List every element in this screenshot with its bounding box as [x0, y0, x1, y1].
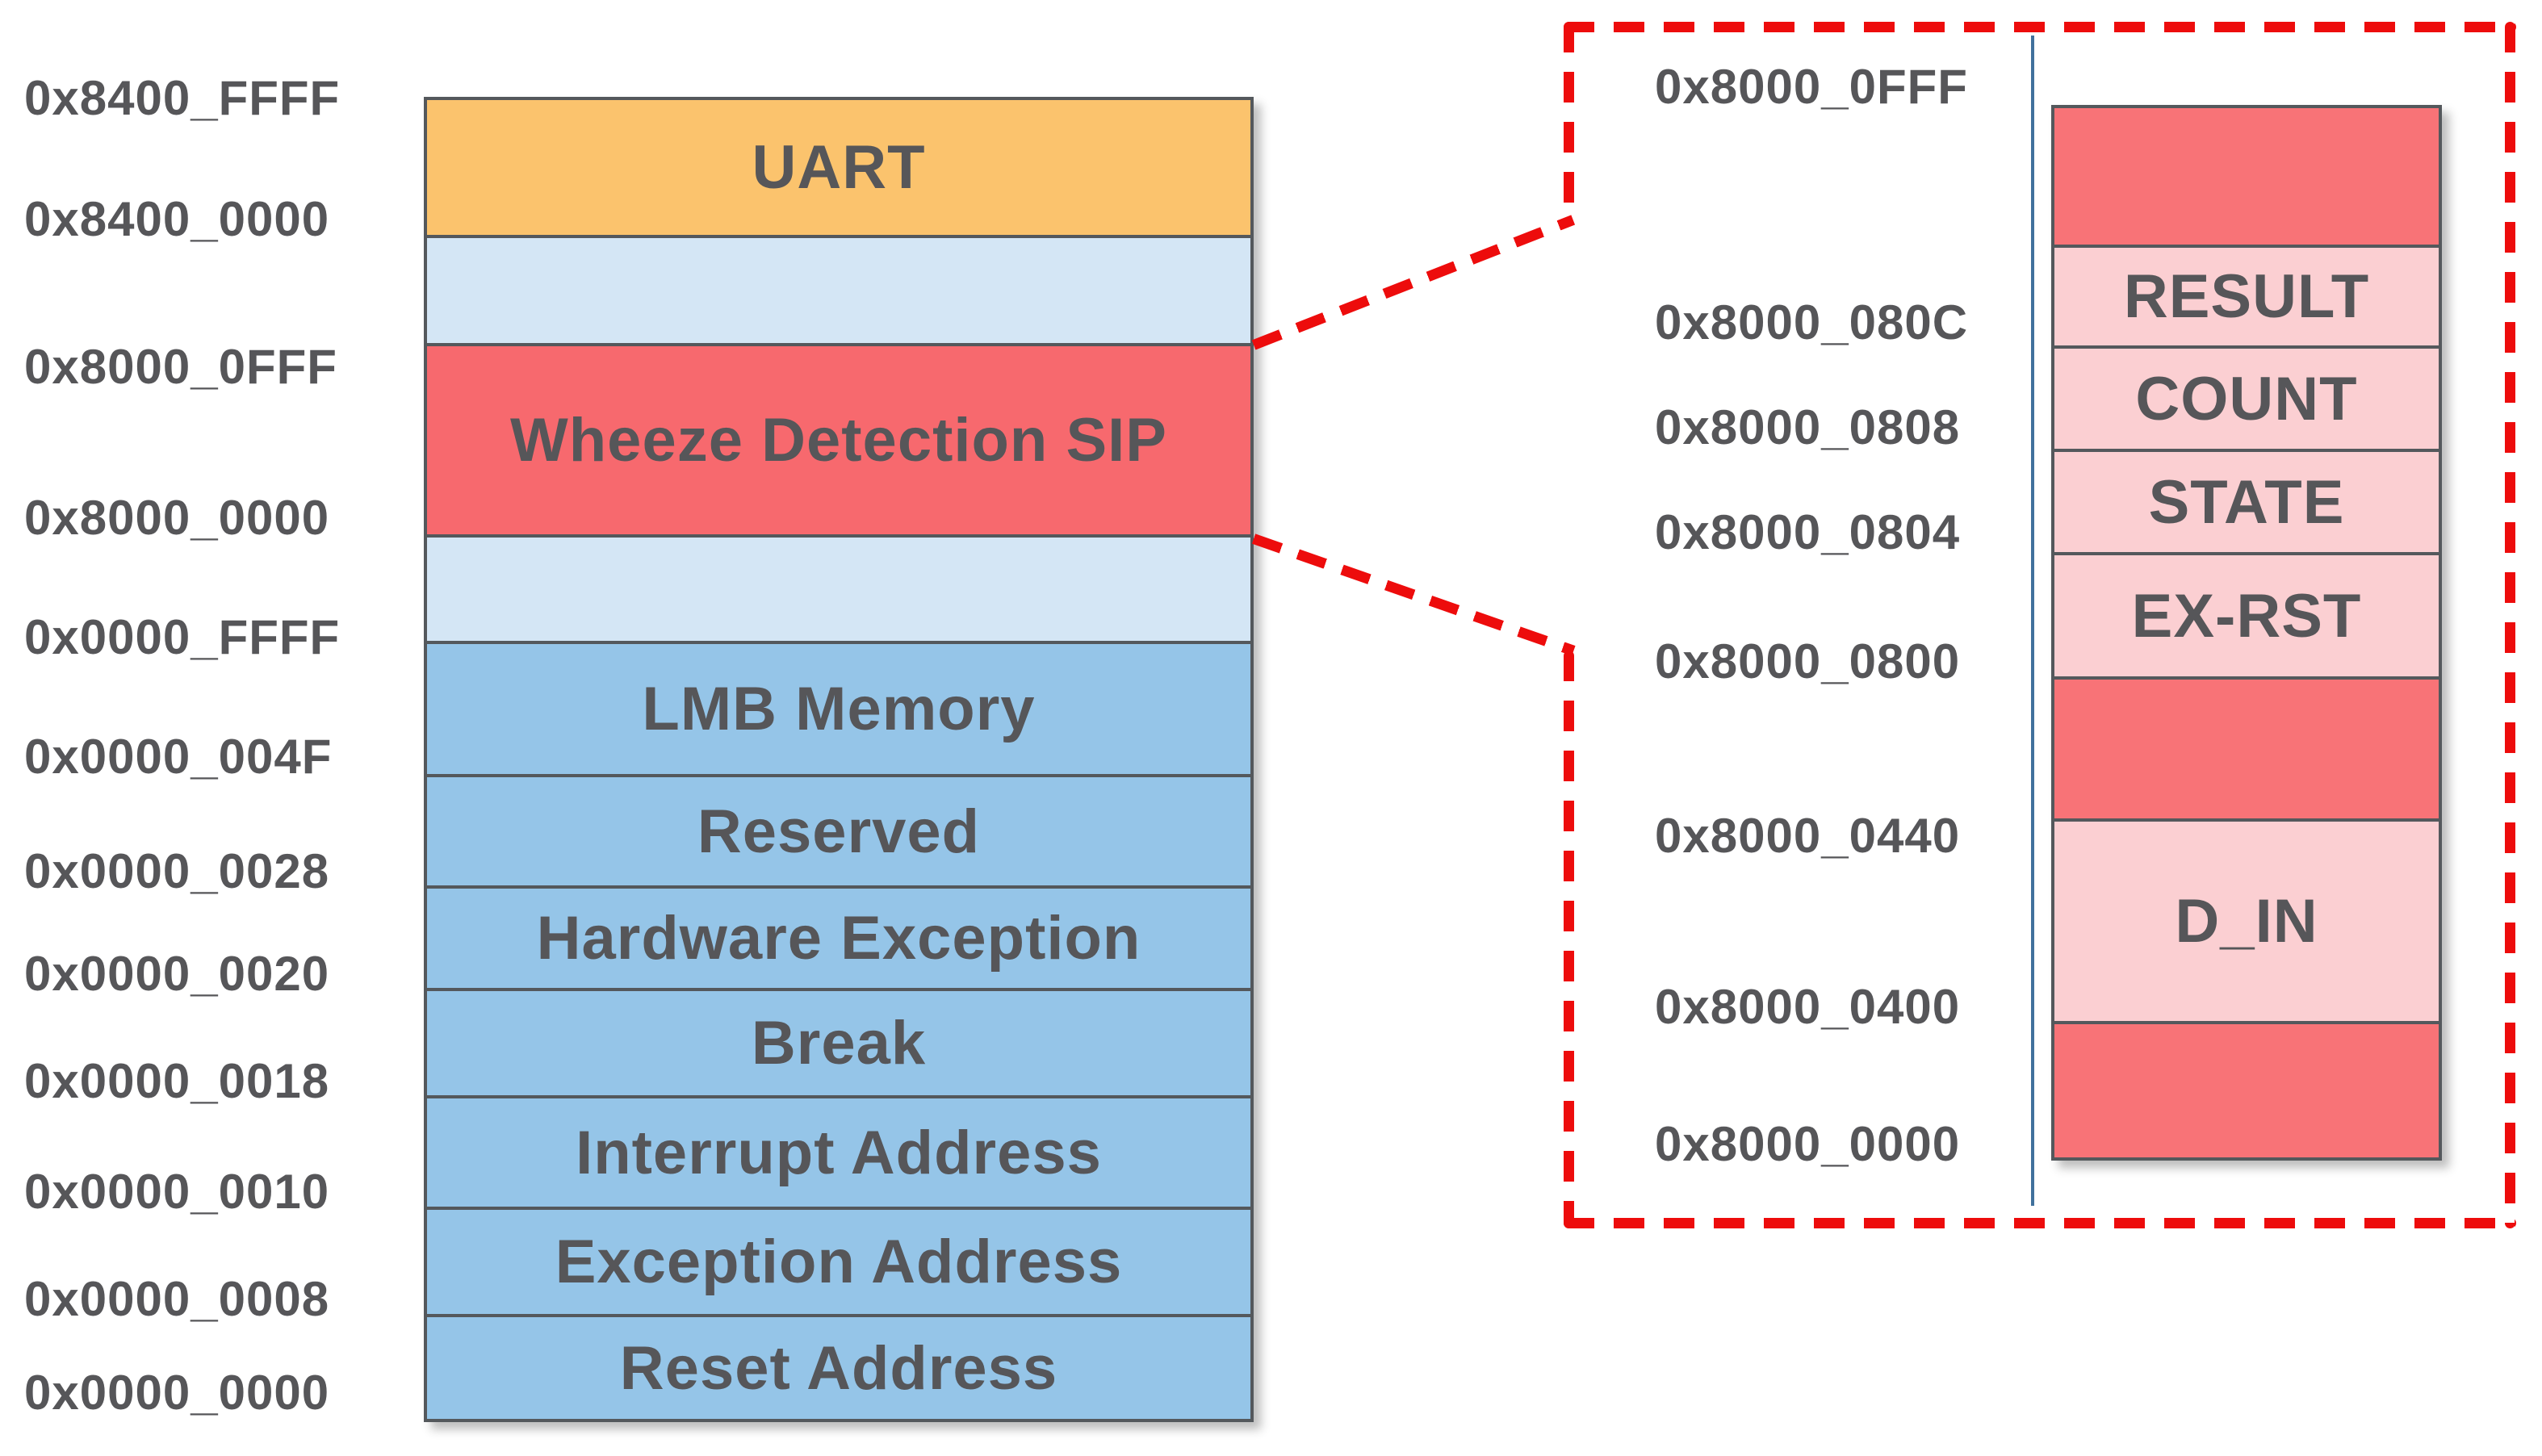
block-uart: UART [424, 97, 1254, 238]
detail-address-label-0800: 0x8000_0800 [1655, 634, 1961, 688]
dashed-border-top [1564, 22, 2516, 32]
block-unmapped-upper [424, 235, 1254, 346]
detail-divider-line [2031, 36, 2034, 1206]
register-block-d-in: D_IN [2051, 818, 2442, 1024]
address-label-8400-0000: 0x8400_0000 [24, 192, 330, 246]
register-block-count: COUNT [2051, 345, 2442, 452]
dashed-border-left-lower [1564, 651, 1574, 1228]
detail-address-label-0808: 0x8000_0808 [1655, 400, 1961, 454]
block-wheeze-detection-sip: Wheeze Detection SIP [424, 343, 1254, 538]
address-label-0000-0028: 0x0000_0028 [24, 844, 330, 898]
block-hardware-exception: Hardware Exception [424, 885, 1254, 991]
detail-address-label-0804: 0x8000_0804 [1655, 505, 1961, 559]
address-label-8000-0fff: 0x8000_0FFF [24, 340, 337, 394]
address-label-0000-004f: 0x0000_004F [24, 730, 333, 784]
detail-address-label-0000: 0x8000_0000 [1655, 1117, 1961, 1171]
register-map-column: RESULT COUNT STATE EX-RST D_IN [2051, 105, 2442, 1161]
address-label-8000-0000: 0x8000_0000 [24, 491, 330, 545]
address-label-0000-0018: 0x0000_0018 [24, 1054, 330, 1108]
memory-map-column: UART Wheeze Detection SIP LMB Memory Res… [424, 97, 1254, 1422]
dashed-border-left-upper [1564, 22, 1574, 220]
dashed-border-bottom [1564, 1218, 2516, 1228]
detail-address-label-0440: 0x8000_0440 [1655, 809, 1961, 863]
block-exception-address: Exception Address [424, 1207, 1254, 1317]
register-block-reserved-top [2051, 105, 2442, 248]
address-label-0000-0000: 0x0000_0000 [24, 1366, 330, 1420]
register-block-state: STATE [2051, 449, 2442, 555]
block-break: Break [424, 988, 1254, 1098]
address-label-0000-ffff: 0x0000_FFFF [24, 610, 341, 664]
detail-address-label-0fff: 0x8000_0FFF [1655, 60, 1968, 114]
address-label-0000-0010: 0x0000_0010 [24, 1165, 330, 1219]
zoom-connector-upper [1251, 215, 1576, 350]
block-interrupt-address: Interrupt Address [424, 1095, 1254, 1210]
dashed-border-right [2505, 22, 2515, 1228]
register-block-reserved-bottom [2051, 1021, 2442, 1161]
detail-address-label-080c: 0x8000_080C [1655, 295, 1969, 349]
zoom-connector-lower [1251, 533, 1576, 656]
block-reset-address: Reset Address [424, 1314, 1254, 1422]
address-label-0000-0020: 0x0000_0020 [24, 947, 330, 1001]
block-unmapped-lower [424, 534, 1254, 644]
register-block-ex-rst: EX-RST [2051, 552, 2442, 680]
block-reserved: Reserved [424, 774, 1254, 889]
register-block-reserved-middle [2051, 676, 2442, 822]
detail-address-label-0400: 0x8000_0400 [1655, 980, 1961, 1034]
register-block-result: RESULT [2051, 245, 2442, 349]
address-label-8400-ffff: 0x8400_FFFF [24, 71, 341, 125]
block-lmb-memory: LMB Memory [424, 641, 1254, 777]
address-label-0000-0008: 0x0000_0008 [24, 1272, 330, 1326]
